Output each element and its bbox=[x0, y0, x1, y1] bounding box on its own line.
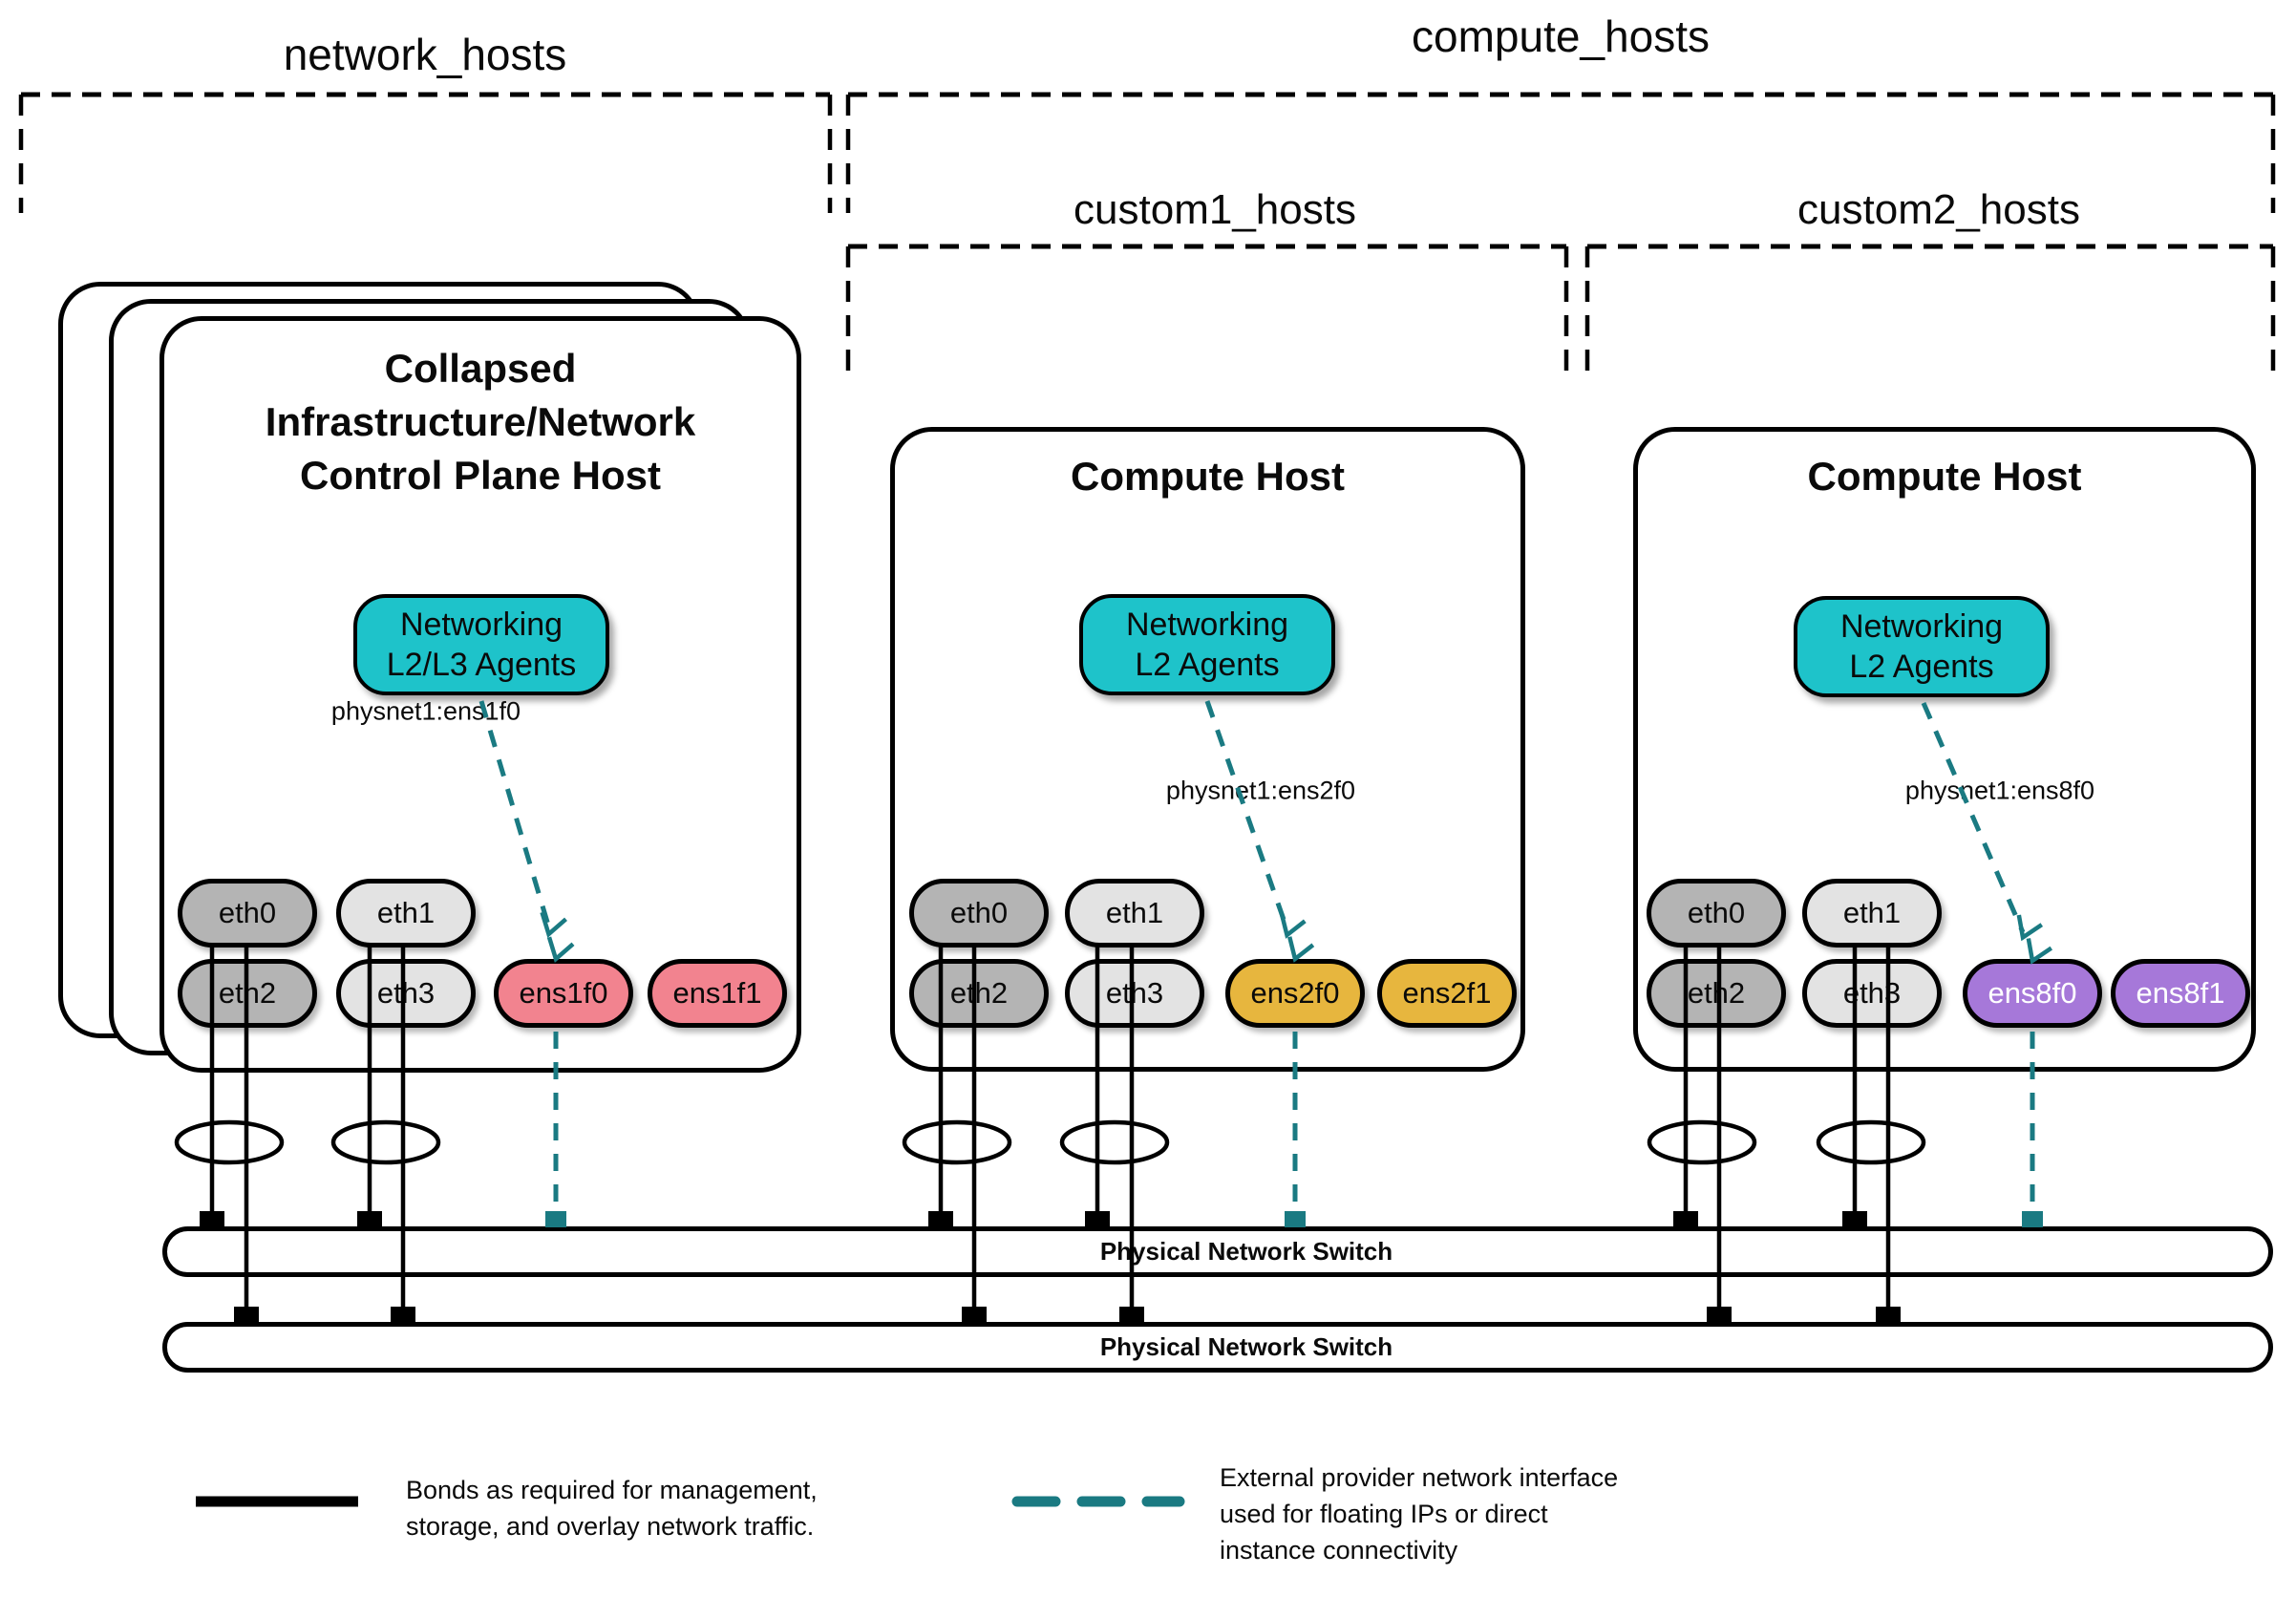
interface-pill-eth1: eth1 bbox=[336, 879, 476, 948]
interface-pill-eth1: eth1 bbox=[1802, 879, 1942, 948]
compute-host-1-title: Compute Host bbox=[1071, 454, 1345, 499]
legend-external-text: External provider network interface used… bbox=[1220, 1459, 1618, 1568]
interface-pill-ens8f0: ens8f0 bbox=[1963, 959, 2102, 1028]
switch-1-label: Physical Network Switch bbox=[1099, 1237, 1393, 1266]
group-label-compute-hosts: compute_hosts bbox=[1412, 11, 1710, 61]
network-host-agents-box: Networking L2/L3 Agents bbox=[353, 594, 609, 695]
interface-pill-eth2: eth2 bbox=[1647, 959, 1786, 1028]
agents-label-line1: Networking bbox=[1839, 608, 2004, 645]
interface-pill-eth1: eth1 bbox=[1065, 879, 1204, 948]
group-label-custom1-hosts: custom1_hosts bbox=[1074, 186, 1356, 233]
legend-external-text-line1: External provider network interface bbox=[1220, 1463, 1619, 1492]
agents-label-line2: L2 Agents bbox=[1135, 647, 1280, 683]
physical-network-switch-1: Physical Network Switch bbox=[162, 1226, 2273, 1277]
network-host-title-line3: Control Plane Host bbox=[299, 453, 662, 498]
compute-host-2-physnet-label: physnet1:ens8f0 bbox=[1904, 776, 2095, 805]
switch-2-label: Physical Network Switch bbox=[1099, 1332, 1393, 1361]
external-provider-connectors bbox=[545, 1211, 2043, 1227]
legend-external-text-line2: used for floating IPs or direct bbox=[1220, 1500, 1548, 1528]
interface-pill-eth2: eth2 bbox=[909, 959, 1049, 1028]
network-host-title-line1: Collapsed bbox=[384, 346, 577, 391]
interface-pill-eth0: eth0 bbox=[178, 879, 317, 948]
interface-pill-eth0: eth0 bbox=[1647, 879, 1786, 948]
switch1-connectors bbox=[200, 1211, 1867, 1227]
interface-pill-eth3: eth3 bbox=[336, 959, 476, 1028]
compute-host-1-physnet-label: physnet1:ens2f0 bbox=[1165, 776, 1356, 805]
group-label-custom2-hosts: custom2_hosts bbox=[1797, 186, 2080, 233]
interface-pill-eth0: eth0 bbox=[909, 879, 1049, 948]
interface-pill-ens8f1: ens8f1 bbox=[2111, 959, 2250, 1028]
switch2-connectors bbox=[234, 1307, 1901, 1323]
bond-ellipses bbox=[174, 1119, 1926, 1165]
agents-label-line1: Networking bbox=[1125, 607, 1289, 643]
agents-label-line2: L2/L3 Agents bbox=[386, 647, 577, 683]
legend-bond-text: Bonds as required for management, storag… bbox=[406, 1472, 818, 1544]
interface-pill-eth2: eth2 bbox=[178, 959, 317, 1028]
compute-host-2-title: Compute Host bbox=[1807, 454, 2082, 499]
physical-network-switch-2: Physical Network Switch bbox=[162, 1322, 2273, 1373]
legend-external-text-line3: instance connectivity bbox=[1220, 1536, 1458, 1565]
compute-host-1-agents-box: Networking L2 Agents bbox=[1079, 594, 1335, 695]
network-host-title-line2: Infrastructure/Network bbox=[265, 399, 696, 444]
compute-host-2-agents-box: Networking L2 Agents bbox=[1794, 596, 2050, 697]
group-label-network-hosts: network_hosts bbox=[283, 30, 567, 79]
agents-label-line2: L2 Agents bbox=[1849, 649, 1994, 685]
interface-pill-ens2f0: ens2f0 bbox=[1225, 959, 1365, 1028]
interface-pill-ens2f1: ens2f1 bbox=[1377, 959, 1517, 1028]
network-host-title: Collapsed Infrastructure/Network Control… bbox=[159, 342, 801, 502]
legend-bond-text-line1: Bonds as required for management, bbox=[406, 1476, 818, 1504]
network-host-physnet-label: physnet1:ens1f0 bbox=[330, 696, 521, 726]
interface-pill-eth3: eth3 bbox=[1065, 959, 1204, 1028]
legend-bond-text-line2: storage, and overlay network traffic. bbox=[406, 1512, 815, 1541]
agents-label-line1: Networking bbox=[399, 607, 563, 643]
interface-pill-ens1f1: ens1f1 bbox=[648, 959, 787, 1028]
interface-pill-ens1f0: ens1f0 bbox=[494, 959, 633, 1028]
interface-pill-eth3: eth3 bbox=[1802, 959, 1942, 1028]
